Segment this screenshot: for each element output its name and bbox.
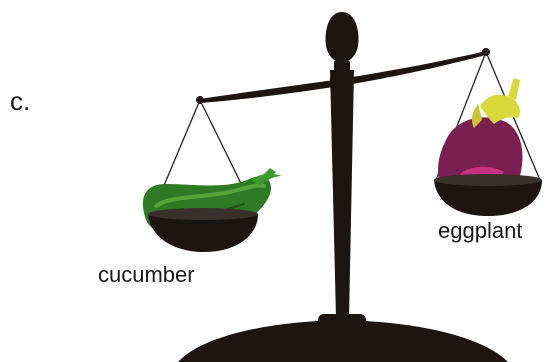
question-label: c. [10, 86, 30, 117]
scale-pole [330, 70, 354, 318]
right-pan-rim [434, 174, 542, 186]
scale-finial [326, 12, 359, 62]
left-pan-rim [148, 208, 258, 220]
scale-pivot [330, 70, 354, 88]
left-pan-label: cucumber [98, 262, 195, 288]
right-pan-label: eggplant [438, 218, 522, 244]
